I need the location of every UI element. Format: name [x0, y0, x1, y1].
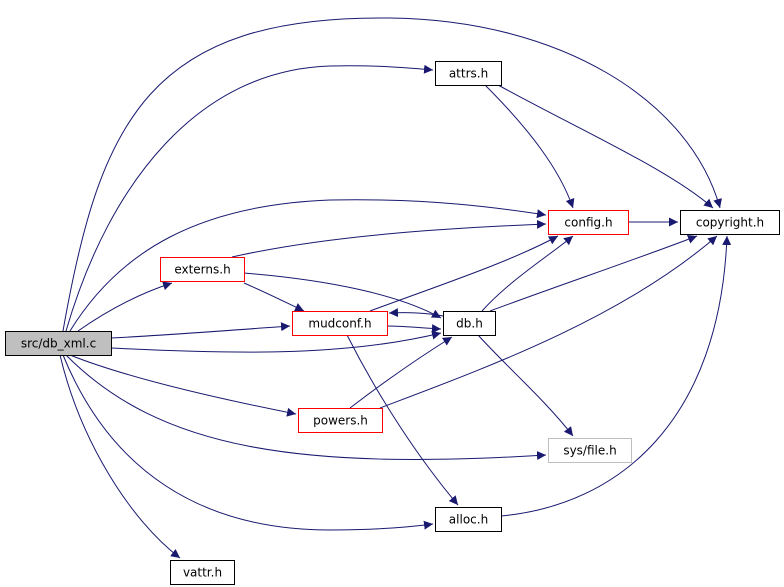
edge-src-db-xml-c-to-copyright-h [62, 17, 722, 332]
node-label: sys/file.h [563, 444, 616, 458]
node-label: mudconf.h [308, 317, 371, 331]
node-attrs-h[interactable]: attrs.h [435, 61, 502, 86]
edge-mudconf-h-to-db-h [386, 324, 442, 334]
edge-db-h-to-config-h [481, 235, 574, 312]
edge-externs-h-to-mudconf-h [243, 282, 305, 312]
edge-src-db-xml-c-to-alloc-h [62, 354, 434, 531]
node-label: vattr.h [183, 566, 222, 580]
edge-db-h-to-mudconf-h [388, 308, 444, 318]
node-box [548, 210, 629, 235]
edge-src-db-xml-c-to-config-h [69, 199, 547, 332]
node-db-h[interactable]: db.h [443, 311, 496, 336]
node-config-h[interactable]: config.h [548, 210, 629, 235]
edge-src-db-xml-c-to-attrs-h [65, 64, 434, 332]
edge-externs-h-to-config-h [231, 219, 547, 258]
edge-db-h-to-copyright-h [489, 235, 698, 312]
node-label: attrs.h [449, 67, 488, 81]
edge-attrs-h-to-config-h [484, 84, 575, 209]
node-box [160, 257, 245, 282]
edge-powers-h-to-db-h [349, 336, 453, 409]
node-label: src/db_xml.c [21, 337, 96, 351]
edge-src-db-xml-c-to-externs-h [77, 281, 173, 332]
node-label: externs.h [174, 263, 230, 277]
node-label: powers.h [313, 414, 368, 428]
node-alloc-h[interactable]: alloc.h [435, 507, 502, 532]
node-mudconf-h[interactable]: mudconf.h [292, 311, 388, 336]
edge-externs-h-to-db-h [243, 272, 442, 319]
node-label: config.h [564, 216, 612, 230]
node-box [548, 438, 632, 463]
edge-db-h-to-sys-file-h [477, 334, 574, 437]
edge-src-db-xml-c-to-mudconf-h [110, 322, 291, 339]
node-label: alloc.h [449, 513, 488, 527]
edge-mudconf-h-to-alloc-h [346, 334, 459, 506]
node-box [443, 311, 496, 336]
node-src-db-xml-c[interactable]: src/db_xml.c [5, 331, 112, 356]
node-box [298, 408, 383, 433]
edge-mudconf-h-to-config-h [369, 235, 559, 312]
node-box [435, 61, 502, 86]
node-box [5, 331, 112, 356]
edge-src-db-xml-c-to-db-h [110, 330, 442, 353]
edge-attrs-h-to-copyright-h [497, 84, 714, 209]
node-box [292, 311, 388, 336]
edge-powers-h-to-copyright-h [379, 235, 718, 409]
node-box [680, 210, 780, 235]
edge-src-db-xml-c-to-vattr-h [59, 354, 181, 559]
edge-src-db-xml-c-to-powers-h [69, 354, 297, 417]
edge-src-db-xml-c-to-sys-file-h [65, 354, 547, 461]
node-label: db.h [456, 317, 483, 331]
node-vattr-h[interactable]: vattr.h [170, 560, 235, 585]
nodes-layer: src/db_xml.c attrs.h config.h copyright.h ex… [5, 61, 780, 585]
node-powers-h[interactable]: powers.h [298, 408, 383, 433]
edges-layer [59, 17, 732, 559]
node-label: copyright.h [696, 216, 764, 230]
node-externs-h[interactable]: externs.h [160, 257, 245, 282]
node-box [435, 507, 502, 532]
node-copyright-h[interactable]: copyright.h [680, 210, 780, 235]
node-sys-file-h[interactable]: sys/file.h [548, 438, 632, 463]
edge-alloc-h-to-copyright-h [500, 235, 732, 517]
node-box [170, 560, 235, 585]
